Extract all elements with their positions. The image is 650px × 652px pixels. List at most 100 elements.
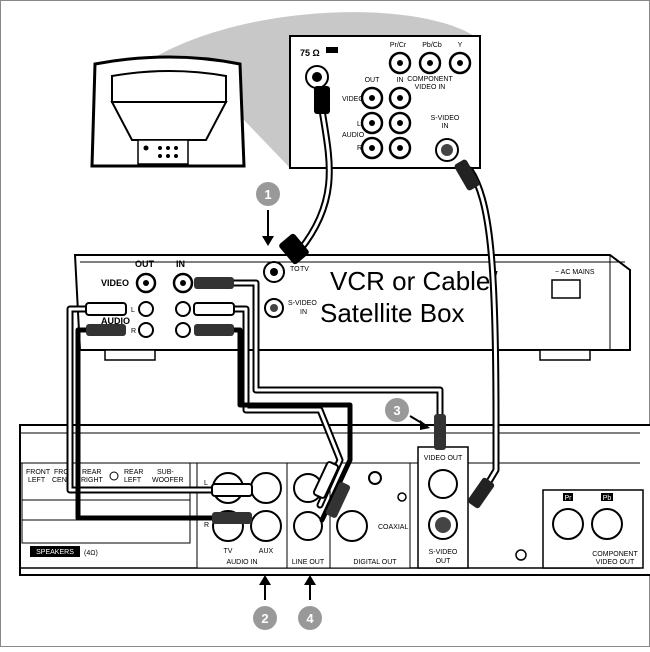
audio-in-tv-label: TV	[224, 548, 233, 555]
video-out-label: VIDEO OUT	[424, 455, 463, 462]
vcr-audio-r-in-jack	[175, 322, 191, 338]
audio-in-cable-l-inner	[68, 307, 217, 492]
tv-back-housing	[110, 101, 228, 141]
svideo-out-jack-core	[435, 517, 451, 533]
video-plug-vcr-end	[194, 277, 234, 289]
step-1-arrowhead	[262, 236, 274, 246]
component-pb-jack	[591, 508, 623, 540]
component-pr-badge	[563, 493, 573, 501]
audio-in-cable-r	[75, 327, 218, 521]
vcr-audio-l-in-jack	[175, 301, 191, 317]
svideo-out-label-2: OUT	[436, 558, 452, 565]
speaker-sub-1: SUB-	[157, 469, 174, 476]
speaker-terminal-screw	[109, 471, 119, 481]
speaker-rear-left-1: REAR	[124, 469, 143, 476]
audio-in-aux-label: AUX	[259, 548, 274, 555]
tv-audio-label: AUDIO	[342, 132, 365, 139]
tv-y-label: Y	[458, 42, 463, 49]
speakers-badge-label: SPEAKERS	[36, 549, 74, 556]
chassis-screw	[515, 549, 527, 561]
tv-screen-top	[111, 70, 227, 103]
svideo-out-label-1: S-VIDEO	[429, 549, 458, 556]
video-out-jack	[428, 469, 458, 499]
line-out-plug-l	[312, 461, 340, 499]
tv-video-in-jack-core	[397, 95, 403, 101]
audio-plug-r-receiver	[212, 512, 252, 524]
vcr-ac-mains-label: ~ AC MAINS	[555, 269, 595, 276]
tv-audio-l-in-jack-core	[397, 120, 403, 126]
line-out-plug-r	[325, 482, 351, 518]
digital-out-screw	[368, 471, 382, 485]
step-3-arrowhead	[420, 420, 430, 430]
tv-jack-panel	[137, 139, 189, 165]
video-out-block	[417, 446, 469, 569]
tv-jack-icon	[143, 145, 149, 151]
audio-plug-l-vcr-out	[85, 302, 127, 316]
speaker-rear-right-2: RIGHT	[81, 477, 104, 484]
tv-out-label: OUT	[365, 77, 381, 84]
vcr-foot-left	[104, 349, 156, 361]
step-1-label: 1	[264, 187, 271, 202]
step-markers: 1 3 2 4	[253, 182, 430, 630]
tv-jack-icon	[174, 146, 178, 150]
vcr-foot-right	[539, 349, 591, 361]
rf-plug-tv-end	[314, 86, 330, 114]
tv-component-label-1: COMPONENT	[407, 76, 453, 83]
tv-antenna-jack-core	[312, 72, 322, 82]
speaker-sub-2: WOOFER	[152, 477, 184, 484]
component-out-label-2: VIDEO OUT	[596, 559, 635, 566]
component-pr-jack	[552, 508, 584, 540]
tv-pb-label: Pb/Cb	[422, 42, 442, 49]
vcr-to-tv-label-1: TO	[290, 266, 300, 273]
vcr-video-label: VIDEO	[101, 278, 129, 288]
speaker-front-center-1: FRO	[54, 469, 69, 476]
tv-audio-r-in-jack-core	[397, 145, 403, 151]
audio-in-l-label: L	[204, 480, 208, 487]
coaxial-jack	[336, 510, 368, 542]
audio-cable-l-inner	[198, 307, 342, 507]
cables	[66, 106, 500, 523]
step-2-label: 2	[261, 611, 268, 626]
step-4-arrowhead	[304, 575, 316, 585]
tv-impedance-label: 75 Ω	[300, 48, 320, 58]
line-out-label: LINE OUT	[292, 559, 325, 566]
tv-svideo-label-1: S-VIDEO	[431, 115, 460, 122]
tv-audio-r-out-jack-core	[369, 145, 375, 151]
step-3-label: 3	[393, 403, 400, 418]
audio-plug-l-vcr-in	[193, 302, 235, 316]
tv-jack-icon	[158, 154, 162, 158]
video-cable-inner	[208, 281, 442, 432]
digital-out-label: DIGITAL OUT	[353, 559, 397, 566]
tv-y-jack-core	[457, 60, 463, 66]
tv-audio-l-out-jack-core	[369, 120, 375, 126]
tv-jack-icon	[166, 154, 170, 158]
step-2-marker	[253, 606, 277, 630]
rf-plug-vcr-end	[279, 233, 309, 265]
audio-cable-r	[197, 327, 353, 523]
step-3-marker	[385, 398, 409, 422]
vcr-in-label: IN	[176, 259, 185, 269]
audio-in-r-label: R	[204, 522, 209, 529]
speaker-rear-left-2: LEFT	[124, 477, 142, 484]
vcr-title-line-2: Satellite Box	[320, 298, 465, 328]
vcr-box: OUT IN VIDEO AUDIO L R TO TV S-VIDEO IN …	[73, 254, 631, 361]
television	[90, 55, 246, 168]
line-out-r-jack	[293, 511, 323, 541]
audio-plug-r-vcr-out	[86, 324, 126, 336]
component-out-label-1: COMPONENT	[592, 551, 638, 558]
speaker-terminal-block	[21, 462, 191, 544]
audio-in-aux-r-jack	[250, 510, 282, 542]
audio-in-aux-l-jack	[250, 472, 282, 504]
tv-component-label-2: VIDEO IN	[415, 84, 446, 91]
svideo-plug-tv-end	[454, 159, 480, 191]
audio-plug-r-vcr-in	[194, 324, 234, 336]
component-pr-label: Pr	[565, 495, 573, 502]
tv-svideo-label-2: IN	[442, 123, 449, 130]
speaker-rear-right-1: REAR	[82, 469, 101, 476]
tv-in-label: IN	[397, 77, 404, 84]
tv-l-label: L	[357, 121, 361, 128]
speakers-ohms-label: (4Ω)	[84, 550, 98, 557]
vcr-svideo-jack-core	[270, 304, 278, 312]
vcr-audio-label: AUDIO	[101, 316, 130, 326]
